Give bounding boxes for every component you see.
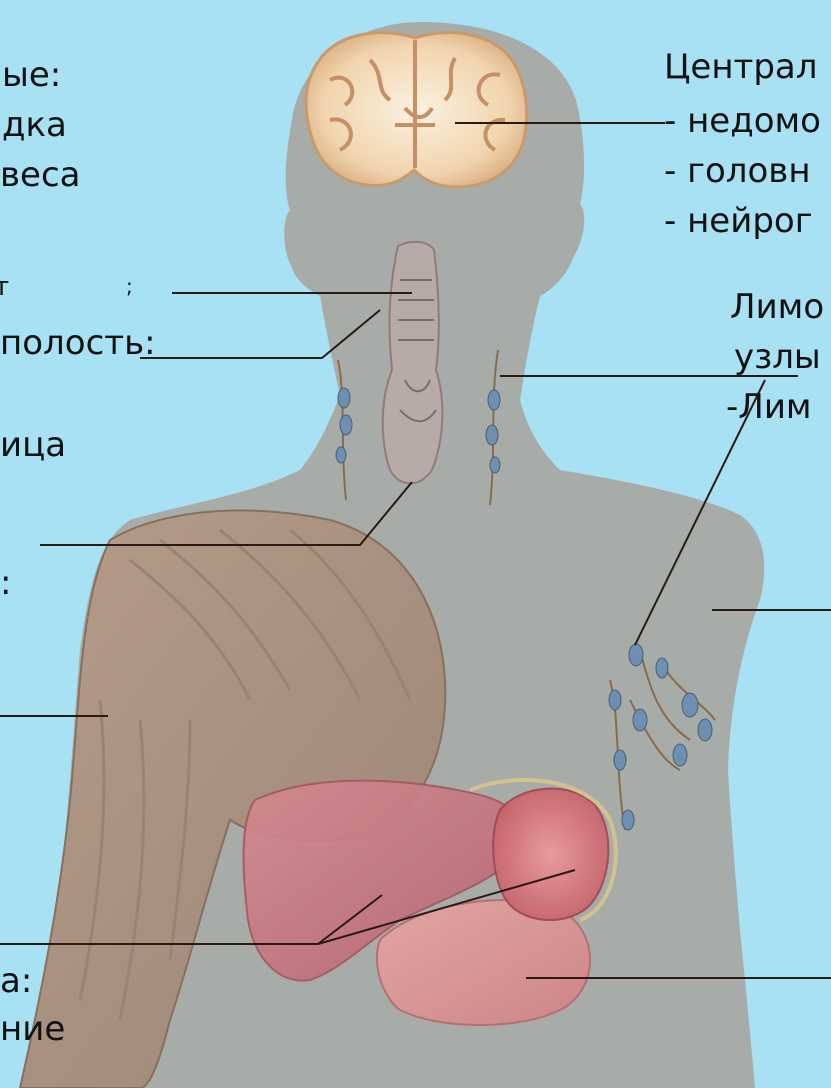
right-label-central-title: Централ [664,50,818,84]
brain-icon [306,33,527,187]
left-label-4: ица [0,428,66,462]
right-label-central-item1: - недомо [664,104,821,138]
right-label-group-central: Централ - недомо - головн - нейрог [640,40,831,250]
left-label-2b: ; [126,276,133,296]
right-label-central-item3: - нейрог [664,204,813,238]
right-label-central-item2: - головн [664,154,811,188]
throat-icon [383,242,443,484]
left-label-6a: а: [0,964,32,998]
left-label-6b: ние [0,1012,65,1046]
left-label-5: : [0,566,11,600]
left-label-1c: веса [0,158,80,192]
right-label-lymph-title: Лимо [730,290,824,324]
right-label-lymph-item1: -Лим [726,390,812,424]
left-label-1a: ые: [2,58,61,92]
left-label-1b: дка [2,108,67,142]
right-label-lymph-line2: узлы [734,340,821,374]
left-label-3: полость: [0,326,156,360]
right-label-group-lymph: Лимо узлы -Лим [720,280,831,460]
left-label-2a: т [0,274,9,300]
